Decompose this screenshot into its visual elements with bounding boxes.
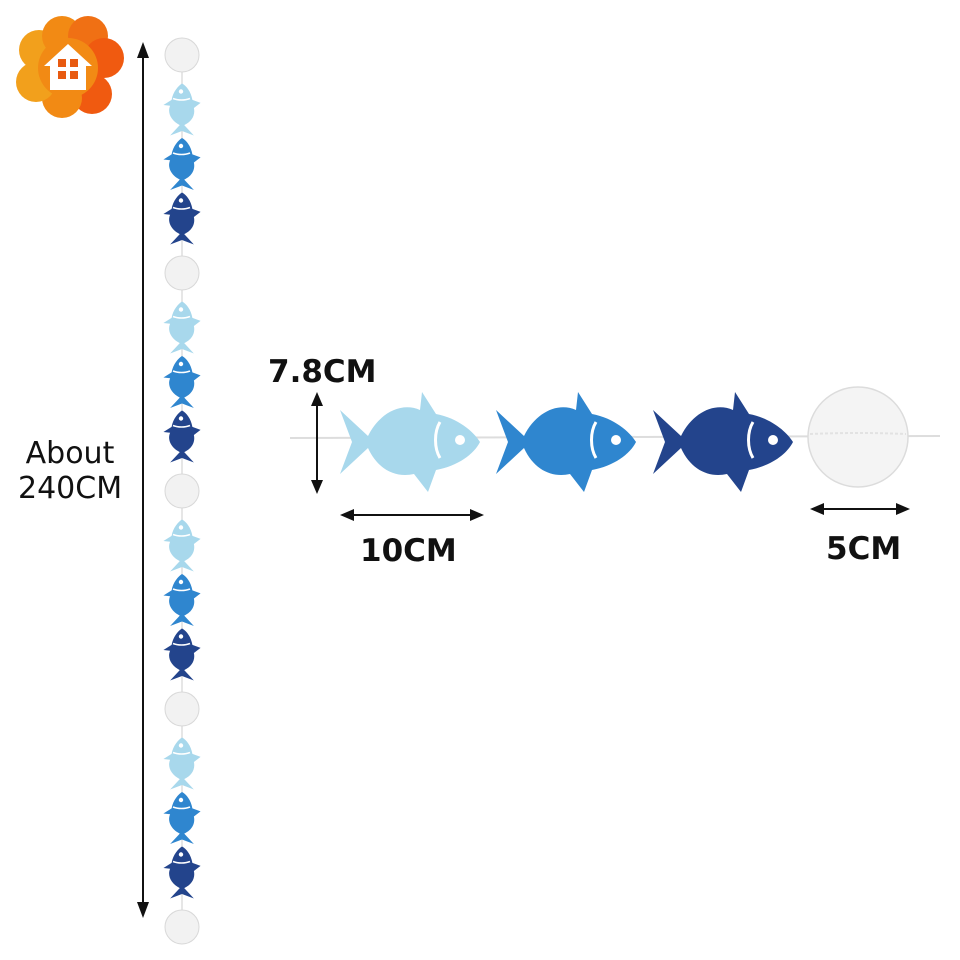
- vertical-garland: [163, 37, 201, 945]
- garland-fish-light: [163, 737, 201, 790]
- garland-fish-medium: [163, 138, 201, 190]
- garland-circle: [164, 255, 200, 291]
- garland-fish-medium: [163, 792, 201, 844]
- house-flower-logo: [16, 16, 124, 118]
- fish-width-label: 10CM: [360, 533, 457, 569]
- garland-circle: [164, 37, 200, 73]
- garland-fish-light: [163, 301, 201, 354]
- fish-width-arrow: [340, 509, 484, 521]
- garland-fish-dark: [163, 410, 201, 463]
- total-length-label: About 240CM: [18, 436, 122, 507]
- garland-fish-medium: [163, 356, 201, 408]
- garland-fish-light: [163, 83, 201, 136]
- garland-circle: [164, 691, 200, 727]
- total-length-label-line1: About: [25, 436, 115, 471]
- garland-fish-dark: [163, 192, 201, 245]
- fish-light: [340, 392, 480, 492]
- window-icon: [58, 59, 78, 79]
- house-icon: [44, 44, 92, 90]
- total-length-label-line2: 240CM: [18, 471, 123, 507]
- fish-medium: [496, 392, 636, 492]
- fish-height-arrow: [311, 392, 323, 494]
- circle-width-label: 5CM: [826, 531, 902, 567]
- paper-circle: [807, 386, 909, 488]
- garland-circle: [164, 909, 200, 945]
- circle-width-arrow: [810, 503, 910, 515]
- fish-height-label: 7.8CM: [268, 354, 377, 390]
- detail-garland: [289, 386, 941, 492]
- total-length-arrow: [137, 42, 149, 918]
- garland-fish-dark: [163, 846, 201, 899]
- garland-fish-light: [163, 519, 201, 572]
- garland-circle: [164, 473, 200, 509]
- garland-fish-medium: [163, 574, 201, 626]
- garland-fish-dark: [163, 628, 201, 681]
- fish-dark: [653, 392, 793, 492]
